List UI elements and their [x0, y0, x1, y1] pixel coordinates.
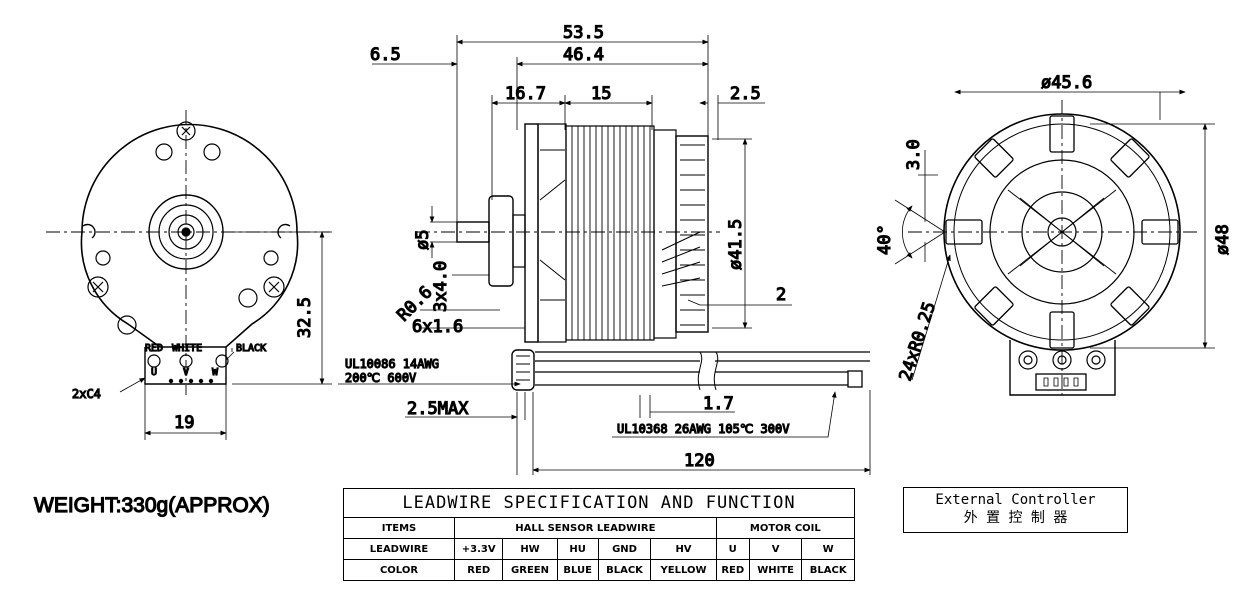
table-cell: RED: [453, 559, 504, 581]
label-white: WHITE: [172, 343, 202, 354]
dim-phi-48: ø48: [1213, 224, 1233, 255]
table-cell: +3.3V: [453, 538, 504, 560]
label-black: BLACK: [236, 343, 266, 354]
table-cell: GND: [597, 538, 652, 560]
side-view: [338, 35, 871, 475]
dim-6x1-6: 6x1.6: [412, 317, 463, 337]
hall-sensor-group: HALL SENSOR LEADWIRE: [454, 517, 717, 539]
dim-2: 2: [776, 285, 786, 305]
table-cell: HW: [502, 538, 558, 560]
label-red: RED: [145, 343, 163, 354]
table-cell: U: [715, 538, 750, 560]
label-w: W: [212, 367, 219, 378]
table-cell: YELLOW: [650, 559, 717, 581]
table-cell: BLUE: [556, 559, 599, 581]
leadwire-row: LEADWIRE +3.3V HW HU GND HV U V W: [343, 538, 855, 560]
front-view: [894, 89, 1215, 396]
dim-46-4: 46.4: [563, 45, 604, 65]
dim-2xc4: 2xC4: [72, 387, 101, 401]
dim-32-5: 32.5: [295, 297, 315, 338]
table-cell: RED: [715, 559, 750, 581]
wire-ul10086-line2: 200℃ 600V: [345, 371, 416, 385]
leadwire-label: LEADWIRE: [343, 538, 455, 560]
table-cell: GREEN: [502, 559, 558, 581]
spec-table-title: LEADWIRE SPECIFICATION AND FUNCTION: [343, 488, 855, 518]
back-view: [46, 110, 332, 440]
table-cell: HU: [556, 538, 599, 560]
dim-15: 15: [591, 84, 611, 104]
dim-phi-5: ø5: [413, 230, 433, 250]
controller-label-en: External Controller: [935, 492, 1096, 508]
label-v: V: [183, 367, 189, 378]
wire-ul10086-line1: UL10086 14AWG: [345, 357, 439, 371]
dim-24xr0-25: 24xR0.25: [896, 299, 940, 383]
leadwire-spec-table: LEADWIRE SPECIFICATION AND FUNCTION ITEM…: [343, 488, 856, 581]
table-cell: WHITE: [748, 559, 803, 581]
dim-2-5max: 2.5MAX: [407, 399, 469, 419]
external-controller-box: External Controller 外 置 控 制 器: [903, 487, 1128, 533]
dim-53-5: 53.5: [563, 23, 604, 43]
dim-40-deg: 40°: [875, 224, 895, 255]
items-header: ITEMS: [343, 517, 455, 539]
table-cell: BLACK: [801, 559, 855, 581]
controller-label-zh: 外 置 控 制 器: [963, 510, 1068, 526]
dim-1-7: 1.7: [703, 394, 734, 414]
dim-phi-41-5: ø41.5: [726, 219, 746, 270]
label-u: U: [151, 367, 157, 378]
dim-3x4-0: 3x4.0: [431, 261, 451, 312]
color-label: COLOR: [343, 559, 455, 581]
dim-3-0: 3.0: [904, 139, 924, 170]
dim-2-5: 2.5: [730, 84, 761, 104]
table-cell: V: [748, 538, 803, 560]
table-cell: HV: [650, 538, 717, 560]
wire-ul10368: UL10368 26AWG 105℃ 300V: [617, 422, 789, 436]
dim-16-7: 16.7: [505, 84, 546, 104]
table-cell: W: [801, 538, 855, 560]
dim-phi-45-6: ø45.6: [1041, 73, 1092, 93]
dim-120: 120: [684, 451, 715, 471]
motor-coil-group: MOTOR COIL: [715, 517, 856, 539]
weight-label: WEIGHT:330g(APPROX): [34, 494, 270, 517]
dim-19: 19: [174, 413, 194, 433]
color-row: COLOR RED GREEN BLUE BLACK YELLOW RED WH…: [343, 559, 855, 581]
table-cell: BLACK: [597, 559, 652, 581]
dim-6-5: 6.5: [370, 45, 401, 65]
